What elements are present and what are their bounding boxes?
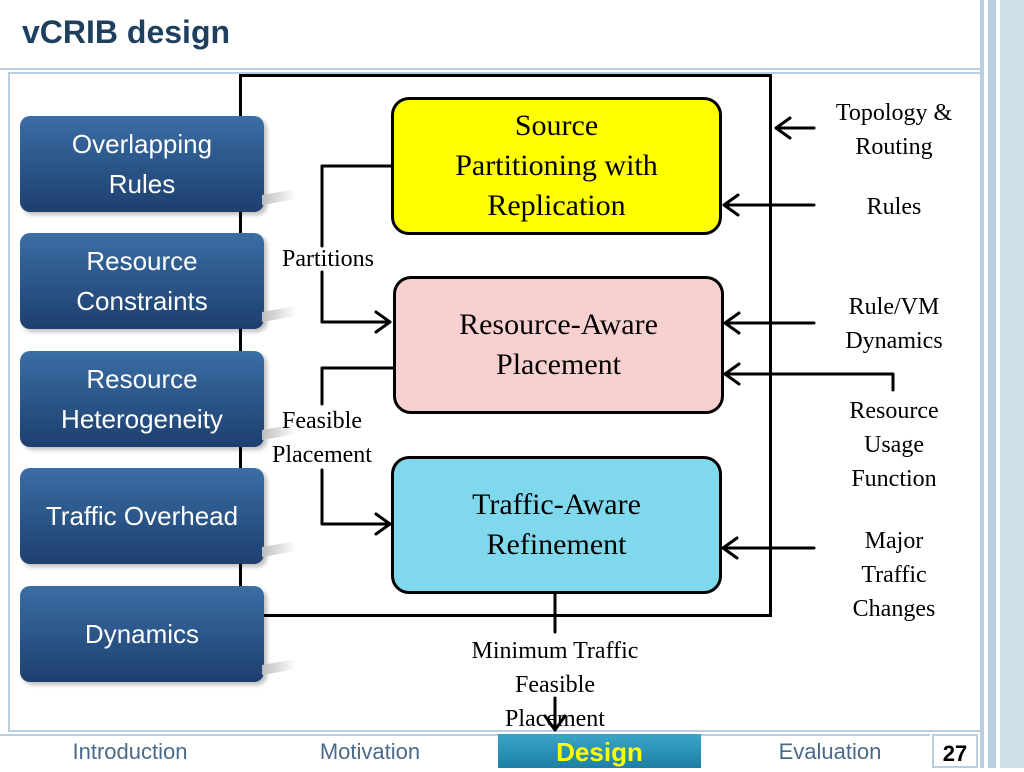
traffic-box-line: Refinement [486, 528, 627, 561]
input-label-line: Resource [849, 398, 939, 424]
left-box-line: Dynamics [84, 619, 200, 649]
partitions-line [320, 164, 394, 248]
partitions-arrowhead [374, 310, 392, 334]
slide-side-stripes [980, 0, 1024, 768]
slide-title: vCRIB design [22, 14, 231, 50]
output-label-line: Minimum Traffic [471, 638, 639, 664]
input-label-line: Topology & [835, 100, 953, 126]
source-box-line: Source [514, 109, 599, 142]
topology-arrowhead [774, 116, 792, 140]
bottom-nav-bar [0, 734, 930, 770]
feasible-line-lower [320, 468, 390, 526]
feasible-placement-label: Feasible Placement [254, 404, 390, 472]
content-frame [8, 72, 980, 732]
left-box-line: Overlapping [71, 129, 213, 159]
nav-introduction[interactable]: Introduction [72, 739, 188, 764]
output-arrowhead [543, 714, 567, 732]
resource-aware-placement-box: Resource-Aware Placement [393, 276, 724, 414]
topology-routing-label: Topology & Routing [814, 96, 974, 164]
input-label-line: Rule/VM [848, 294, 940, 320]
feasible-line [320, 366, 398, 406]
resource-usage-arrowhead [723, 362, 741, 386]
output-label: Minimum Traffic Feasible Placement [430, 634, 680, 736]
rules-label: Rules [866, 194, 922, 220]
title-band: vCRIB design [0, 0, 980, 70]
left-box-line: Resource [86, 364, 198, 394]
left-box-line: Constraints [76, 286, 208, 316]
left-box-traffic-overhead: Traffic Overhead [20, 468, 264, 564]
resource-box-line: Resource-Aware [459, 308, 658, 341]
rules-arrowhead [722, 193, 740, 217]
partitions-line-lower [320, 270, 390, 324]
resource-usage-arrow-line [725, 372, 895, 392]
partitions-label: Partitions [281, 246, 374, 272]
feasible-arrowhead [374, 512, 392, 536]
resource-box-line: Placement [496, 348, 621, 381]
input-label-line: Traffic [861, 562, 927, 588]
nav-evaluation[interactable]: Evaluation [778, 739, 882, 764]
left-box-line: Resource [86, 246, 198, 276]
left-box-line: Rules [108, 169, 176, 199]
nav-motivation[interactable]: Motivation [319, 739, 421, 764]
source-box-line: Partitioning with [455, 149, 658, 182]
traffic-aware-refinement-box: Traffic-Aware Refinement [391, 456, 722, 594]
input-label-line: Function [851, 466, 937, 492]
source-box-line: Replication [487, 189, 626, 222]
input-label-line: Dynamics [845, 328, 943, 354]
output-label-line: Placement [505, 706, 605, 732]
source-partitioning-box: Source Partitioning with Replication [391, 97, 722, 235]
left-box-line: Heterogeneity [61, 404, 223, 434]
feasible-label-line: Feasible [282, 408, 362, 434]
nav-design[interactable]: Design [498, 734, 701, 768]
page-number: 27 [932, 734, 978, 768]
traffic-box-line: Traffic-Aware [472, 488, 641, 521]
input-label-line: Changes [852, 596, 936, 622]
left-box-dynamics: Dynamics [20, 586, 264, 682]
input-label-line: Routing [855, 134, 933, 160]
input-label-line: Usage [864, 432, 924, 458]
rule-vm-arrowhead [723, 311, 741, 335]
left-box-line: Traffic Overhead [45, 501, 239, 531]
resource-usage-function-label: Resource Usage Function [814, 394, 974, 496]
input-label-line: Major [864, 528, 924, 554]
major-traffic-changes-label: Major Traffic Changes [814, 524, 974, 626]
major-traffic-arrowhead [721, 536, 739, 560]
output-label-line: Feasible [515, 672, 595, 698]
rule-vm-dynamics-label: Rule/VM Dynamics [814, 290, 974, 358]
feasible-label-line: Placement [272, 442, 372, 468]
